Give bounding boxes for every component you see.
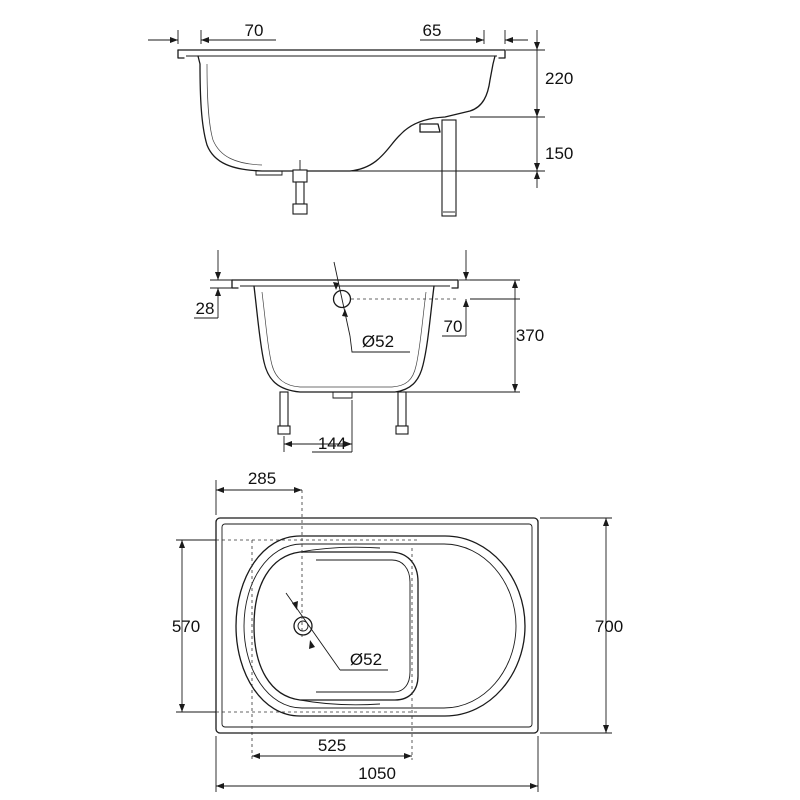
plan-dim-1050: 1050 — [216, 764, 538, 789]
dim-plan-outer-length: 1050 — [358, 764, 396, 783]
end-dim-diameter: Ø52 — [333, 261, 410, 353]
dim-end-feet: 144 — [318, 434, 346, 453]
side-view — [177, 30, 545, 217]
dim-end-drain-offset: 70 — [444, 317, 463, 336]
dim-end-rim: 28 — [196, 299, 215, 318]
end-dim-28: 28 — [194, 250, 232, 319]
plan-dim-570: 570 — [172, 539, 216, 713]
end-dim-370: 370 — [470, 279, 544, 392]
dim-plan-drain-diameter: Ø52 — [350, 650, 382, 669]
dim-end-height: 370 — [516, 326, 544, 345]
dim-plan-inner-length: 525 — [318, 736, 346, 755]
dim-plan-inner-width: 570 — [172, 617, 200, 636]
plan-dim-525: 525 — [252, 736, 412, 759]
side-dim-70: 70 — [148, 21, 276, 43]
plan-dim-diameter: Ø52 — [285, 592, 388, 671]
end-dim-144: 144 — [284, 434, 352, 453]
end-dim-70: 70 — [442, 250, 469, 337]
side-dim-65: 65 — [420, 21, 528, 43]
dim-side-height-upper: 220 — [545, 69, 573, 88]
dim-side-rim-right: 65 — [423, 21, 442, 40]
plan-view — [215, 480, 612, 792]
dim-plan-outer-width: 700 — [595, 617, 623, 636]
dim-side-height-lower: 150 — [545, 144, 573, 163]
dim-side-rim-left: 70 — [245, 21, 264, 40]
plan-dim-285: 285 — [216, 469, 302, 493]
side-dim-vertical: 220 150 — [534, 30, 573, 188]
dim-plan-drain-from-edge: 285 — [248, 469, 276, 488]
plan-dim-700: 700 — [595, 518, 623, 733]
end-view — [231, 279, 520, 452]
dim-end-drain-diameter: Ø52 — [362, 332, 394, 351]
